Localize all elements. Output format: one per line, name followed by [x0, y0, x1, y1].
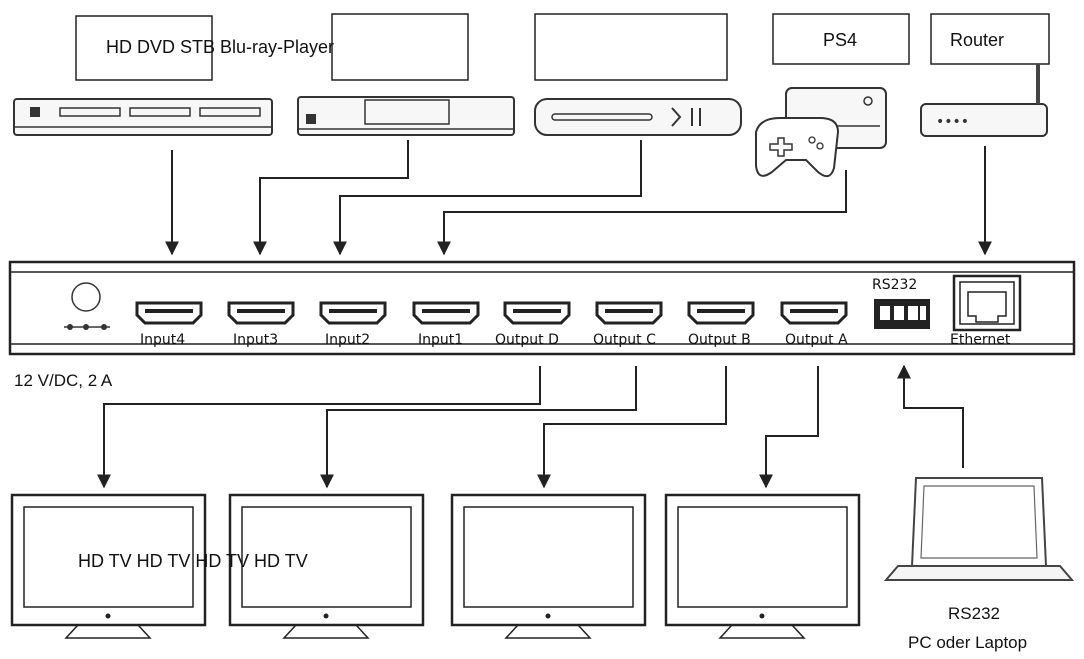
label-rs232: RS232 — [872, 277, 917, 293]
hdmi-port-input1 — [412, 301, 480, 325]
hdmi-port-output-b — [687, 301, 755, 325]
pc-label-line1: RS232 — [948, 604, 1000, 623]
hd-tv-2-icon — [228, 493, 425, 639]
blu-ray-player-icon — [297, 96, 515, 136]
label-output-d: Output D — [495, 332, 559, 348]
hdmi-port-output-c — [595, 301, 663, 325]
rs232-terminal-icon — [874, 299, 930, 329]
label-input1: Input1 — [418, 332, 463, 348]
cable-from-output-d — [97, 366, 541, 489]
stb-device-icon — [534, 98, 742, 136]
laptop-icon — [883, 477, 1075, 581]
source-devices-label: HD DVD STB Blu-ray-Player — [106, 37, 334, 57]
label-box-3 — [534, 13, 728, 81]
hdmi-port-input3 — [227, 301, 295, 325]
cable-to-input1 — [437, 170, 847, 256]
ethernet-port-icon — [952, 274, 1022, 332]
ps4-label: PS4 — [823, 30, 857, 50]
hdmi-port-input2 — [319, 301, 387, 325]
label-ethernet: Ethernet — [950, 332, 1011, 348]
hdmi-port-output-a — [780, 301, 848, 325]
hdmi-port-input4 — [135, 301, 203, 325]
label-output-b: Output B — [688, 332, 751, 348]
router-label: Router — [950, 30, 1004, 50]
hd-tv-labels: HD TV HD TV HD TV HD TV — [78, 551, 308, 571]
hd-tv-4-icon — [664, 493, 861, 639]
input-cables — [165, 140, 992, 256]
power-jack-icon — [64, 282, 110, 330]
label-input2: Input2 — [325, 332, 370, 348]
label-box-sources: HD DVD STB Blu-ray-Player — [75, 13, 469, 81]
power-spec-label: 12 V/DC, 2 A — [14, 371, 113, 390]
hdmi-port-output-d — [503, 301, 571, 325]
hd-tv-3-icon — [450, 493, 647, 639]
cable-from-output-a — [759, 366, 819, 489]
hd-tv-1-icon — [10, 493, 207, 639]
cable-from-output-c — [320, 366, 637, 489]
ps4-console-icon — [755, 87, 887, 178]
label-box-ps4: PS4 — [772, 13, 910, 65]
cable-rs232-pc — [897, 364, 964, 468]
label-output-c: Output C — [593, 332, 656, 348]
output-cables — [97, 364, 964, 489]
cable-to-input3 — [253, 140, 409, 256]
hd-dvd-player-icon — [13, 98, 273, 136]
label-input4: Input4 — [140, 332, 185, 348]
cable-to-input2 — [333, 140, 642, 256]
label-output-a: Output A — [785, 332, 848, 348]
label-input3: Input3 — [233, 332, 278, 348]
pc-label-line2: PC oder Laptop — [908, 633, 1027, 652]
router-icon: •••• — [920, 64, 1048, 137]
svg-text:••••: •••• — [936, 114, 969, 130]
label-box-router: Router — [930, 13, 1050, 65]
cable-from-output-b — [537, 366, 727, 489]
